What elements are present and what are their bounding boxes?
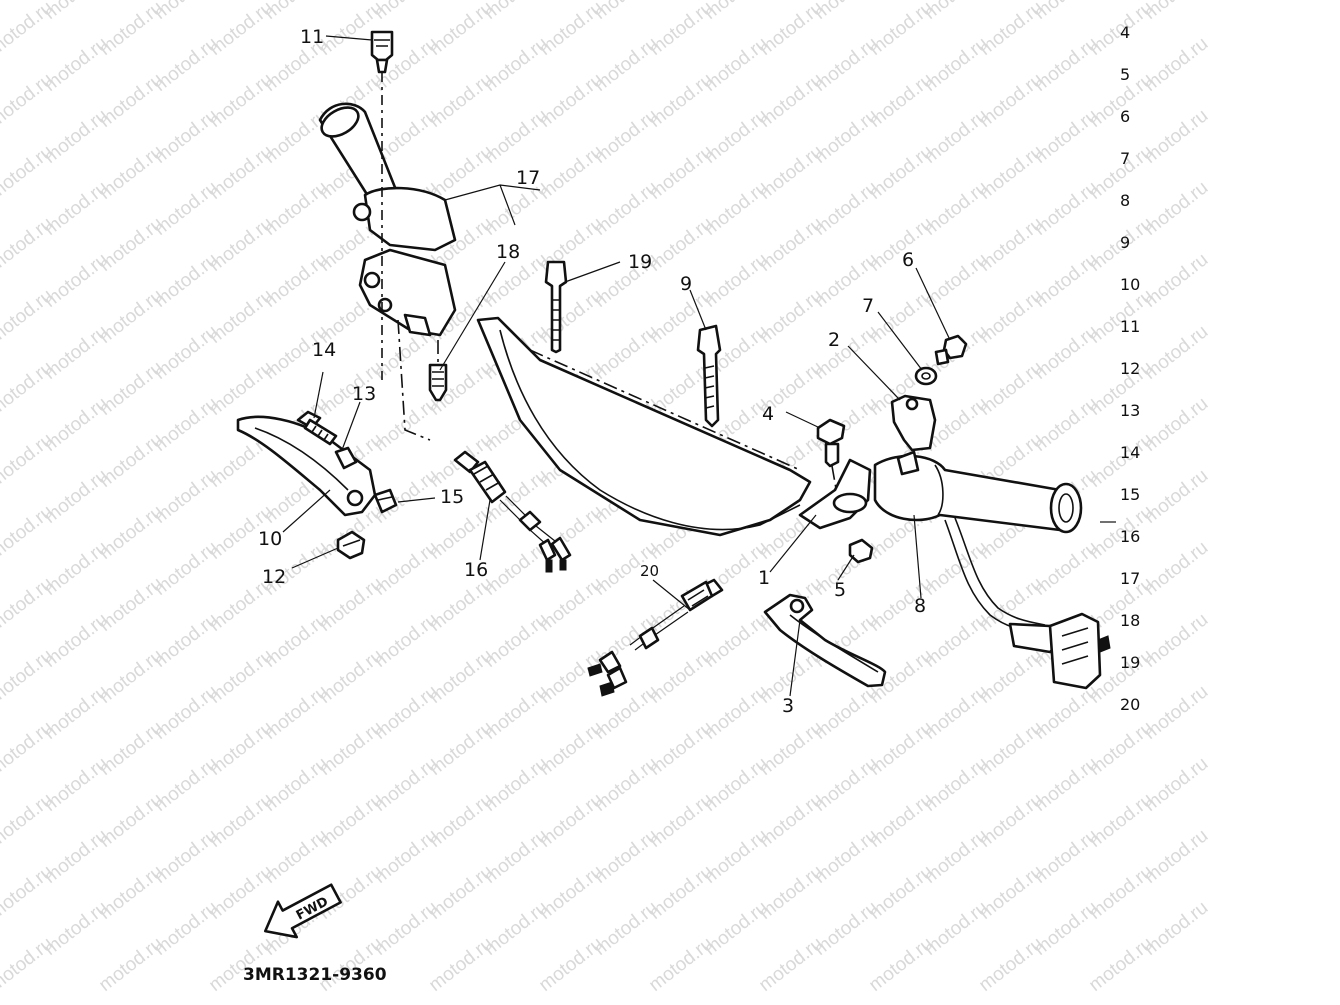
watermark-text: motod.ru	[0, 141, 57, 204]
bolt-4	[816, 418, 846, 501]
right-column-number: 12	[1120, 359, 1140, 378]
right-grip	[873, 450, 1083, 534]
watermark-text: motod.ru	[95, 933, 167, 996]
right-column-number: 9	[1120, 233, 1130, 252]
handlebar	[476, 316, 812, 537]
band-9	[696, 324, 722, 428]
callout-2: 2	[828, 329, 840, 351]
callout-14: 14	[312, 339, 336, 361]
switch-20	[587, 578, 724, 697]
washer-7	[914, 366, 938, 386]
right-column-number: 10	[1120, 275, 1140, 294]
right-column-number: 11	[1120, 317, 1140, 336]
callout-18: 18	[496, 241, 520, 263]
watermark-text: motod.ru	[0, 501, 57, 564]
leader-lines	[282, 35, 1116, 697]
callout-16: 16	[464, 559, 488, 581]
drawing-code: 3MR1321-9360	[243, 965, 387, 985]
right-column-number: 6	[1120, 107, 1130, 126]
band-19	[544, 260, 568, 354]
left-switch-assembly	[318, 102, 457, 337]
watermark-text: motod.ru	[0, 573, 57, 636]
right-column-number: 14	[1120, 443, 1140, 462]
callout-12: 12	[262, 566, 286, 588]
right-column-number: 16	[1120, 527, 1140, 546]
watermark-text: motod.ru	[535, 933, 607, 996]
watermark-text: motod.ru	[0, 933, 57, 996]
watermark-text: motod.ru	[0, 69, 57, 132]
switch-16	[453, 450, 572, 573]
bolt-14	[296, 410, 338, 446]
right-column-number: 4	[1120, 23, 1130, 42]
right-column-number: 19	[1120, 653, 1140, 672]
screw-18	[428, 340, 448, 402]
watermark-text: motod.ru	[0, 789, 57, 852]
nut-15	[373, 488, 398, 514]
holder-2	[890, 394, 937, 452]
watermark-text: motod.ru	[755, 933, 827, 996]
callout-1: 1	[758, 567, 770, 589]
right-edge-number-column: 4 5 6 7 8 9 10 11 12 13 14 15 16 17 18 19 20	[1120, 23, 1140, 714]
callout-19: 19	[628, 251, 652, 273]
screw-11	[370, 30, 394, 380]
callout-7: 7	[862, 295, 874, 317]
watermark-text: motod.ru	[0, 861, 57, 924]
watermark-text: motod.ru	[0, 285, 57, 348]
callout-5: 5	[834, 579, 846, 601]
callouts: 11 17 18 19 9 6 7 2 4 14 13 15 10 12 16 …	[258, 26, 926, 717]
callout-8: 8	[914, 595, 926, 617]
right-column-number: 5	[1120, 65, 1130, 84]
callout-3: 3	[782, 695, 794, 717]
callout-15: 15	[440, 486, 464, 508]
left-lever-10	[236, 415, 377, 517]
watermark-text: motod.ru	[0, 213, 57, 276]
watermark-text: motod.ru	[0, 0, 2, 24]
watermark-text: motod.ru	[645, 933, 717, 996]
right-bracket-1	[798, 458, 872, 530]
collar-13	[334, 446, 358, 470]
watermark-text: motod.ru	[0, 429, 57, 492]
callout-20: 20	[640, 562, 659, 580]
right-switch-cable-8	[944, 517, 1111, 690]
watermark-text: motod.ru	[425, 933, 497, 996]
right-lever-3	[763, 593, 887, 688]
right-column-number: 8	[1120, 191, 1130, 210]
nut-12	[336, 530, 366, 560]
nut-5	[848, 538, 874, 564]
right-column-number: 7	[1120, 149, 1130, 168]
callout-13: 13	[352, 383, 376, 405]
screw-6	[934, 334, 968, 366]
watermark-text: motod.ru	[0, 0, 57, 60]
callout-6: 6	[902, 249, 914, 271]
watermark-text: motod.ru	[975, 933, 1047, 996]
right-column-number: 13	[1120, 401, 1140, 420]
callout-11: 11	[300, 26, 324, 48]
right-column-number: 15	[1120, 485, 1140, 504]
watermark-text: motod.ru	[0, 717, 57, 780]
watermark-text: motod.ru	[1085, 933, 1157, 996]
callout-9: 9	[680, 273, 692, 295]
right-column-number: 20	[1120, 695, 1140, 714]
callout-4: 4	[762, 403, 774, 425]
watermark-text: motod.ru	[0, 645, 57, 708]
right-column-number: 18	[1120, 611, 1140, 630]
watermark-text: motod.ru	[0, 357, 57, 420]
watermark-text: motod.ru	[865, 933, 937, 996]
callout-10: 10	[258, 528, 282, 550]
callout-17: 17	[516, 167, 540, 189]
right-column-number: 17	[1120, 569, 1140, 588]
